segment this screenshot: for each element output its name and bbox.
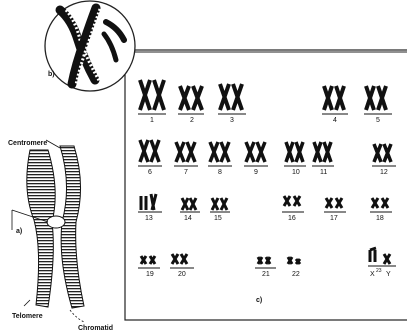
chromosome-number-18: 18 [376,215,384,222]
sex-chromosome-label-y: Y [386,271,391,278]
panel-a-label: a) [16,228,22,235]
centromere-label: Centromere [8,140,47,147]
chromosome-number-21: 21 [262,271,270,278]
chromosome-number-17: 17 [330,215,338,222]
karyotype-panel-frame [125,50,407,320]
chromosome-number-3: 3 [230,117,234,124]
chromosome-number-11: 11 [320,169,327,176]
chromatid-label: Chromatid [78,325,113,332]
panel-b-label: b) [48,71,55,78]
panel-c-label: c) [256,297,262,304]
chromosome-number-1: 1 [150,117,154,124]
chromosome-number-7: 7 [184,169,188,176]
chromosome-number-9: 9 [254,169,258,176]
telomere-label: Telomere [12,313,43,320]
large-chromosome [27,146,84,308]
sex-chromosome-superscript: 23 [376,268,382,274]
chromosome-number-14: 14 [184,215,192,222]
chromosome-number-15: 15 [214,215,222,222]
chromosome-number-5: 5 [376,117,380,124]
chromosome-number-20: 20 [178,271,186,278]
chromosome-number-8: 8 [218,169,222,176]
sex-chromosome-label-x: X [370,271,375,278]
chromosome-number-13: 13 [145,215,153,222]
chromosome-number-16: 16 [288,215,296,222]
chromosome-number-4: 4 [333,117,337,124]
chromosome-number-10: 10 [292,169,300,176]
chromosome-number-2: 2 [190,117,194,124]
chromosome-number-6: 6 [148,169,152,176]
chromosome-number-12: 12 [380,169,388,176]
chromosome-number-22: 22 [292,271,300,278]
chromosome-number-19: 19 [146,271,154,278]
